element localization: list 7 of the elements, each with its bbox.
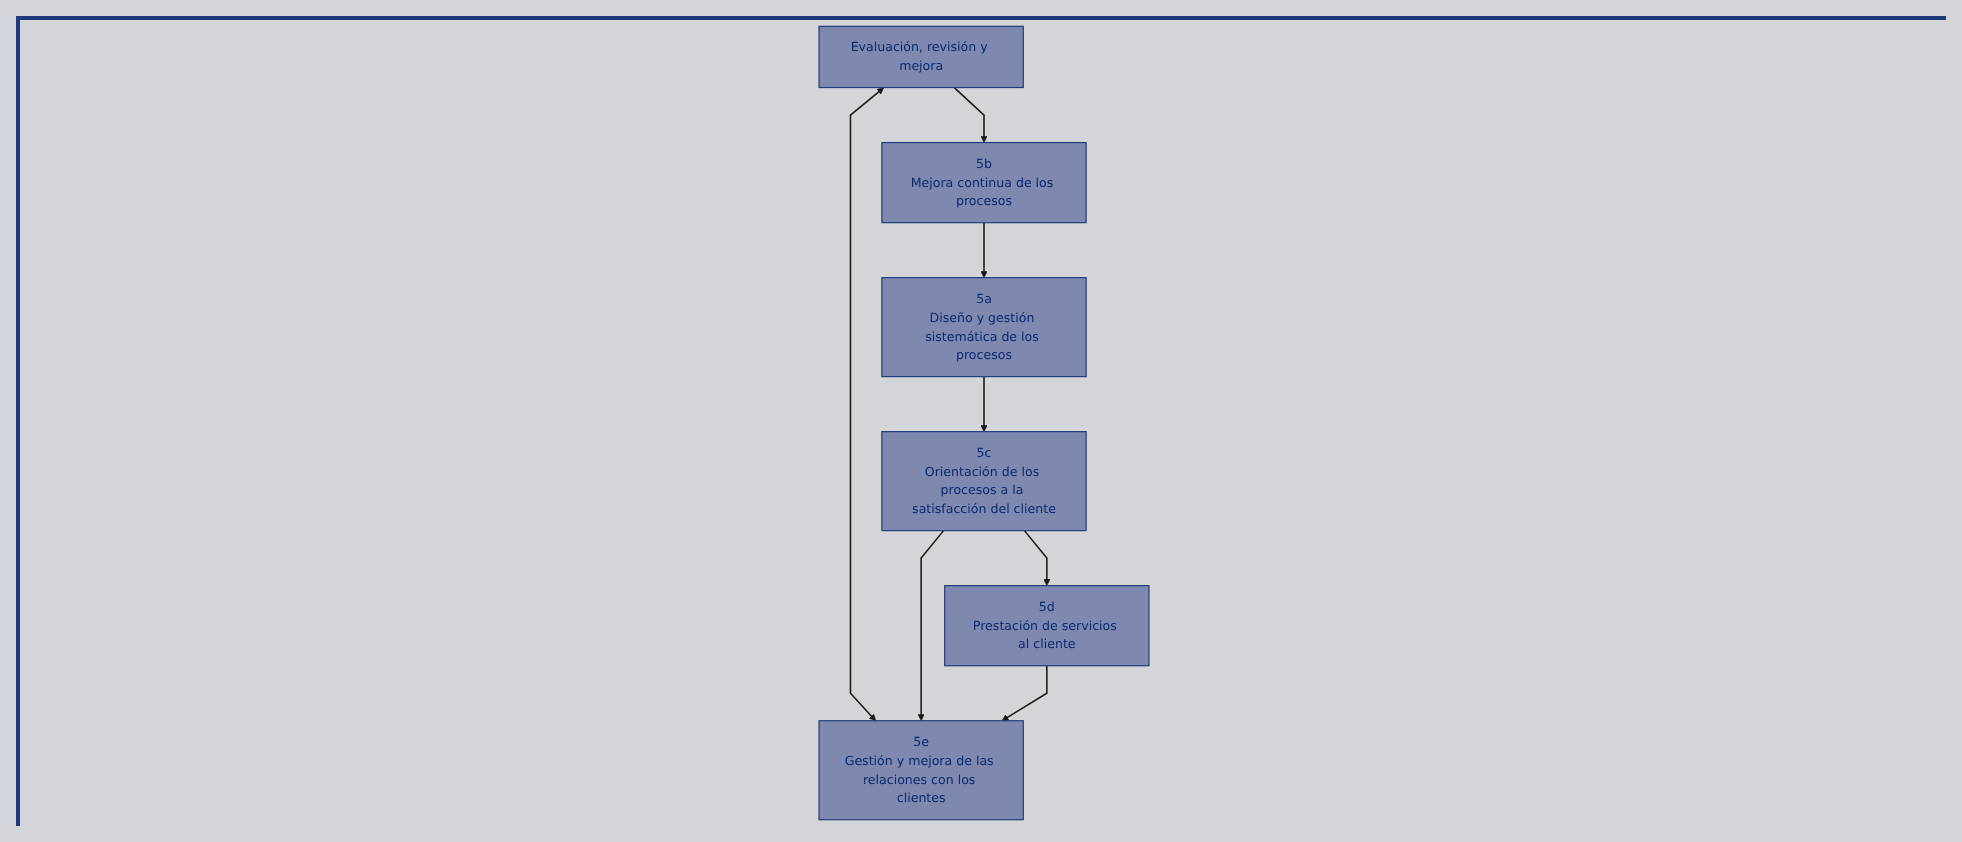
arrow	[848, 87, 883, 722]
arrow	[1000, 664, 1047, 722]
arrow	[952, 86, 987, 143]
arrow	[916, 529, 944, 722]
arrow	[979, 375, 987, 432]
arrow	[1022, 529, 1050, 586]
arrow	[979, 221, 987, 278]
